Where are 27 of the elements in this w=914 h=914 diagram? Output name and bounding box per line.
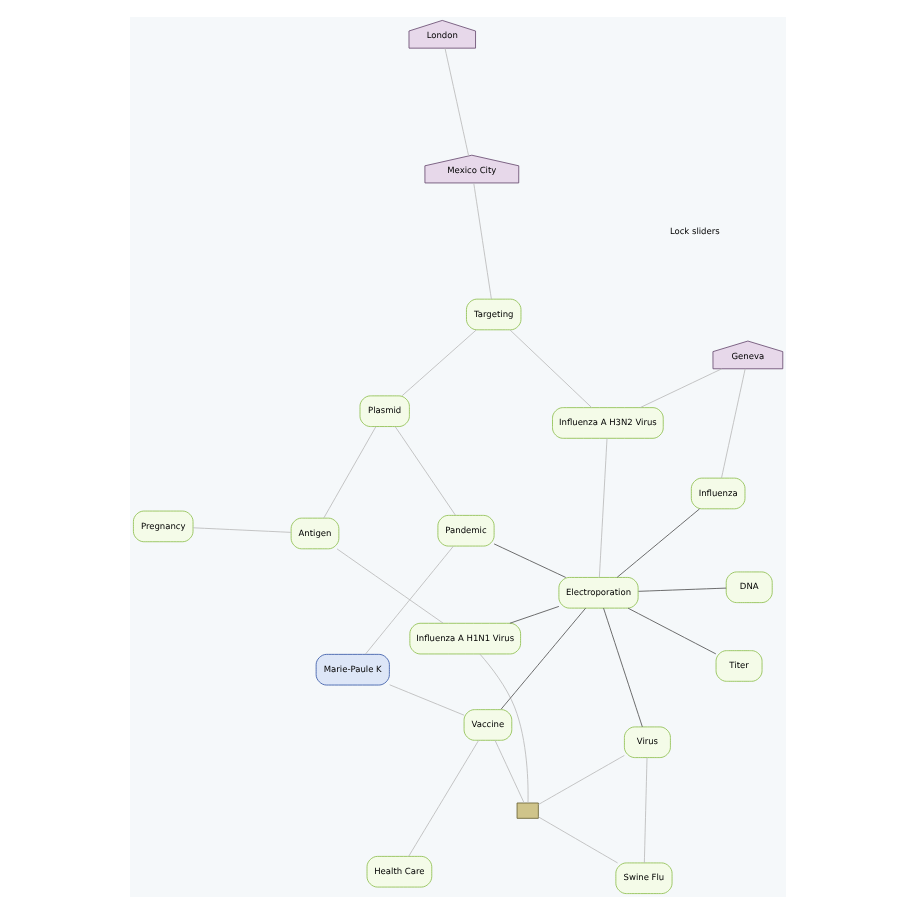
connector (602, 607, 642, 728)
connector (443, 48, 469, 157)
connector (493, 739, 524, 804)
connector (191, 527, 291, 533)
connector (508, 606, 559, 624)
connector (597, 437, 607, 578)
connector (638, 368, 722, 408)
connector (637, 587, 726, 592)
connector (508, 329, 591, 408)
connector (626, 607, 716, 655)
connector (388, 684, 464, 716)
connector (492, 543, 566, 578)
node-box (515, 802, 538, 819)
connector (615, 508, 699, 578)
connector (363, 545, 453, 655)
connector (720, 368, 745, 479)
connector (407, 739, 479, 857)
connector (499, 607, 586, 710)
connector (537, 816, 617, 864)
connector (393, 426, 455, 516)
connector (478, 653, 528, 804)
connector (537, 755, 624, 805)
connector (472, 182, 491, 300)
connector (400, 329, 476, 397)
connector (642, 757, 647, 864)
connector (335, 548, 443, 624)
connector (322, 426, 376, 519)
